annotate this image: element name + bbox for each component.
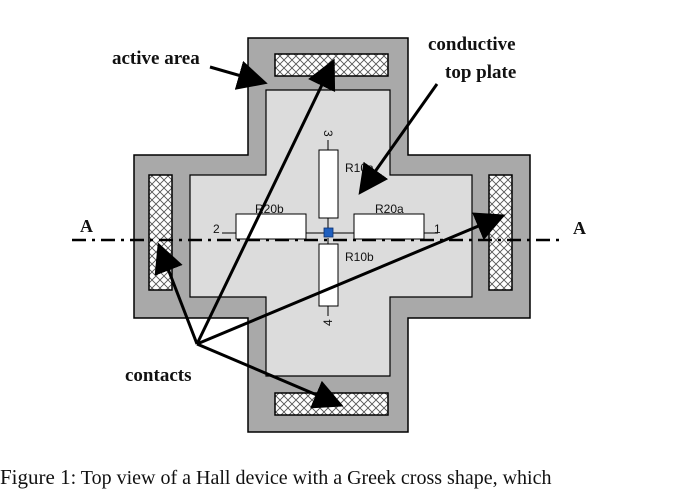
label-conductive: conductive	[428, 34, 516, 55]
caption-text: Top view of a Hall device with a Greek c…	[80, 467, 552, 489]
contact-right	[488, 174, 513, 291]
label-contacts: contacts	[125, 365, 191, 386]
caption-prefix: Figure	[0, 465, 61, 489]
caption-number: 1	[60, 465, 71, 489]
arrow-contact-bottom	[196, 342, 344, 409]
arrow-active-area	[209, 60, 268, 90]
node-label-4: 4	[321, 319, 335, 326]
node-label-3: 3	[321, 130, 335, 137]
arrow-top-plate	[358, 83, 439, 195]
contact-bottom	[274, 392, 389, 416]
label-r10b: R10b	[345, 250, 374, 264]
label-r20a: R20a	[375, 202, 404, 216]
arrow-contact-left	[154, 242, 199, 345]
arrow-contact-top	[195, 58, 336, 345]
figure-caption: Figure 1: Top view of a Hall device with…	[0, 462, 675, 492]
axis-label-left: A	[80, 216, 93, 236]
center-node	[323, 227, 334, 238]
axis-label-right: A	[573, 218, 586, 238]
resistor-r20a	[353, 213, 425, 240]
resistor-r10b	[318, 243, 339, 307]
node-label-1: 1	[434, 222, 441, 236]
arrow-contact-right	[196, 212, 506, 346]
caption-separator: :	[70, 467, 81, 489]
node-label-2: 2	[213, 222, 220, 236]
resistor-r20b	[235, 213, 307, 240]
resistor-r10a	[318, 149, 339, 219]
label-top-plate: top plate	[445, 62, 516, 83]
label-r10a: R10a	[345, 161, 374, 175]
label-active-area: active area	[112, 48, 200, 69]
hall-device-figure: A A R10a R10b R20a R20b 1 2 3 4 active a…	[72, 34, 586, 433]
